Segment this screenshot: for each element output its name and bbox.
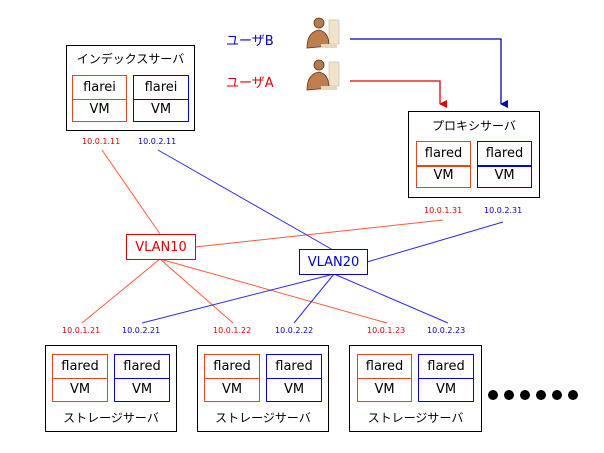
dot — [568, 390, 578, 400]
storage-vm-vlan10: flared VM — [357, 354, 412, 402]
storage-server-1: flared VM flared VM ストレージサーバ — [45, 345, 177, 432]
ellipsis-dots-icon — [488, 390, 578, 400]
ip-label: 10.0.2.23 — [427, 326, 466, 335]
ip-label: 10.0.2.22 — [275, 326, 314, 335]
ip-label: 10.0.1.23 — [367, 326, 406, 335]
link-vlan10-storage1 — [81, 258, 161, 324]
user-at-computer-icon — [306, 17, 340, 49]
storage-server-2: flared VM flared VM ストレージサーバ — [197, 345, 329, 432]
vm-app-label: flared — [267, 355, 321, 379]
ip-label: 10.0.2.31 — [484, 206, 523, 215]
storage-server-title: ストレージサーバ — [63, 411, 159, 425]
ip-label: 10.0.1.31 — [424, 206, 463, 215]
vm-app-label: flared — [478, 142, 531, 167]
vm-app-label: flared — [115, 355, 169, 379]
ip-label: 10.0.1.11 — [82, 137, 121, 146]
vm-base-label: VM — [89, 102, 110, 118]
user-a-label: ユーザA — [226, 76, 274, 91]
vm-base-label: VM — [374, 382, 395, 397]
index-server-title: インデックスサーバ — [76, 52, 185, 66]
vm-base-label: VM — [433, 168, 454, 184]
dot — [520, 390, 530, 400]
vm-app-label: flared — [417, 142, 470, 167]
vm-base-label: VM — [150, 102, 172, 118]
storage-vm-vlan20: flared VM — [266, 354, 322, 402]
vm-base-label: VM — [69, 382, 91, 397]
link-proxy-vlan10 — [194, 219, 444, 248]
vm-base-label: VM — [283, 382, 305, 397]
vm-base-label: VM — [435, 382, 457, 397]
storage-server-title: ストレージサーバ — [215, 411, 311, 425]
storage-server-3: flared VM flared VM ストレージサーバ — [349, 345, 482, 432]
vlan20-switch: VLAN20 — [299, 249, 368, 275]
storage-vm-vlan20: flared VM — [418, 354, 474, 402]
proxy-server: プロキシサーバ flared VM flared VM — [408, 111, 540, 198]
dot — [504, 390, 514, 400]
user-b-label: ユーザB — [226, 34, 274, 49]
storage-server-title: ストレージサーバ — [367, 411, 464, 425]
proxy-server-title: プロキシサーバ — [432, 119, 516, 133]
link-vlan10-storage3 — [159, 258, 388, 324]
proxy-vm-vlan20: flared VM — [477, 141, 532, 188]
vm-app-label: flarei — [73, 76, 126, 100]
link-vlan10-storage2 — [159, 258, 234, 324]
vm-app-label: flared — [53, 355, 107, 379]
index-vm-vlan10: flarei VM — [72, 75, 127, 122]
storage-vm-vlan10: flared VM — [52, 354, 108, 402]
ip-label: 10.0.1.21 — [62, 326, 101, 335]
vm-base-label: VM — [221, 382, 243, 397]
ip-label: 10.0.1.22 — [213, 326, 252, 335]
link-vlan20-storage1 — [141, 273, 335, 324]
vlan10-switch: VLAN10 — [126, 234, 196, 260]
user-a-to-proxy-arrow — [350, 80, 447, 108]
dot — [488, 390, 498, 400]
vm-base-label: VM — [131, 382, 153, 397]
user-at-computer-icon — [306, 59, 340, 91]
proxy-vm-vlan10: flared VM — [416, 141, 471, 188]
index-vm-vlan20: flarei VM — [133, 75, 189, 122]
dot — [536, 390, 546, 400]
user-b-to-proxy-arrow — [350, 38, 508, 108]
link-vlan20-storage2 — [293, 273, 335, 324]
dot — [552, 390, 562, 400]
storage-vm-vlan20: flared VM — [114, 354, 170, 402]
link-index-vlan10 — [101, 149, 161, 235]
link-index-vlan20 — [157, 149, 334, 251]
vm-app-label: flarei — [134, 76, 188, 100]
storage-vm-vlan10: flared VM — [204, 354, 260, 402]
link-proxy-vlan20 — [366, 221, 504, 263]
vm-base-label: VM — [494, 168, 515, 184]
link-vlan20-storage3 — [333, 273, 449, 324]
ip-label: 10.0.2.11 — [138, 137, 177, 146]
index-server: インデックスサーバ flarei VM flarei VM — [66, 45, 195, 131]
vm-app-label: flared — [205, 355, 259, 379]
vm-app-label: flared — [358, 355, 411, 379]
ip-label: 10.0.2.21 — [122, 326, 161, 335]
vm-app-label: flared — [419, 355, 473, 379]
